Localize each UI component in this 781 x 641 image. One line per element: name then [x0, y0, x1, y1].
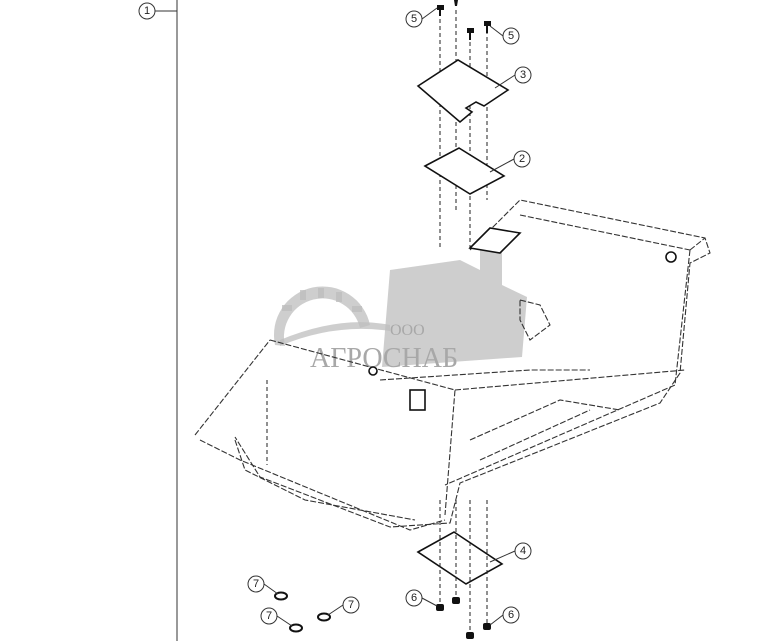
watermark-name: АГРОСНАБ — [310, 343, 458, 374]
svg-text:3: 3 — [520, 69, 526, 81]
washer-7 — [317, 612, 331, 622]
watermark-logo: ООО АГРОСНАБ — [273, 245, 527, 374]
washer-7 — [274, 591, 288, 601]
callout-6: 6 — [405, 589, 423, 607]
callout-5: 5 — [502, 27, 520, 45]
nut-6 — [436, 604, 444, 611]
svg-text:7: 7 — [266, 610, 272, 622]
plate-3 — [416, 59, 510, 124]
watermark-prefix: ООО — [390, 322, 425, 339]
screw-5 — [484, 21, 491, 33]
screw-5 — [467, 28, 474, 40]
svg-text:4: 4 — [520, 545, 526, 557]
svg-text:6: 6 — [411, 592, 417, 604]
washer-7 — [289, 623, 303, 633]
callout-6: 6 — [502, 606, 520, 624]
callout-1: 1 — [138, 2, 156, 20]
nut-6 — [483, 623, 491, 630]
svg-text:7: 7 — [253, 578, 259, 590]
callout-2: 2 — [513, 150, 531, 168]
nut-6 — [466, 632, 474, 639]
callout-3: 3 — [514, 66, 532, 84]
svg-text:5: 5 — [508, 30, 514, 42]
callout-7: 7 — [247, 575, 265, 593]
callout-5: 5 — [405, 10, 423, 28]
svg-text:5: 5 — [411, 13, 417, 25]
callout-7: 7 — [260, 607, 278, 625]
svg-text:2: 2 — [519, 153, 525, 165]
nut-6 — [452, 597, 460, 604]
svg-text:1: 1 — [144, 5, 150, 17]
plate-4 — [416, 531, 504, 585]
svg-text:6: 6 — [508, 609, 514, 621]
callout-7: 7 — [342, 596, 360, 614]
screw-5 — [437, 5, 444, 16]
plate-2 — [423, 147, 506, 195]
callout-4: 4 — [514, 542, 532, 560]
frame-assembly — [194, 199, 711, 531]
svg-text:7: 7 — [348, 599, 354, 611]
